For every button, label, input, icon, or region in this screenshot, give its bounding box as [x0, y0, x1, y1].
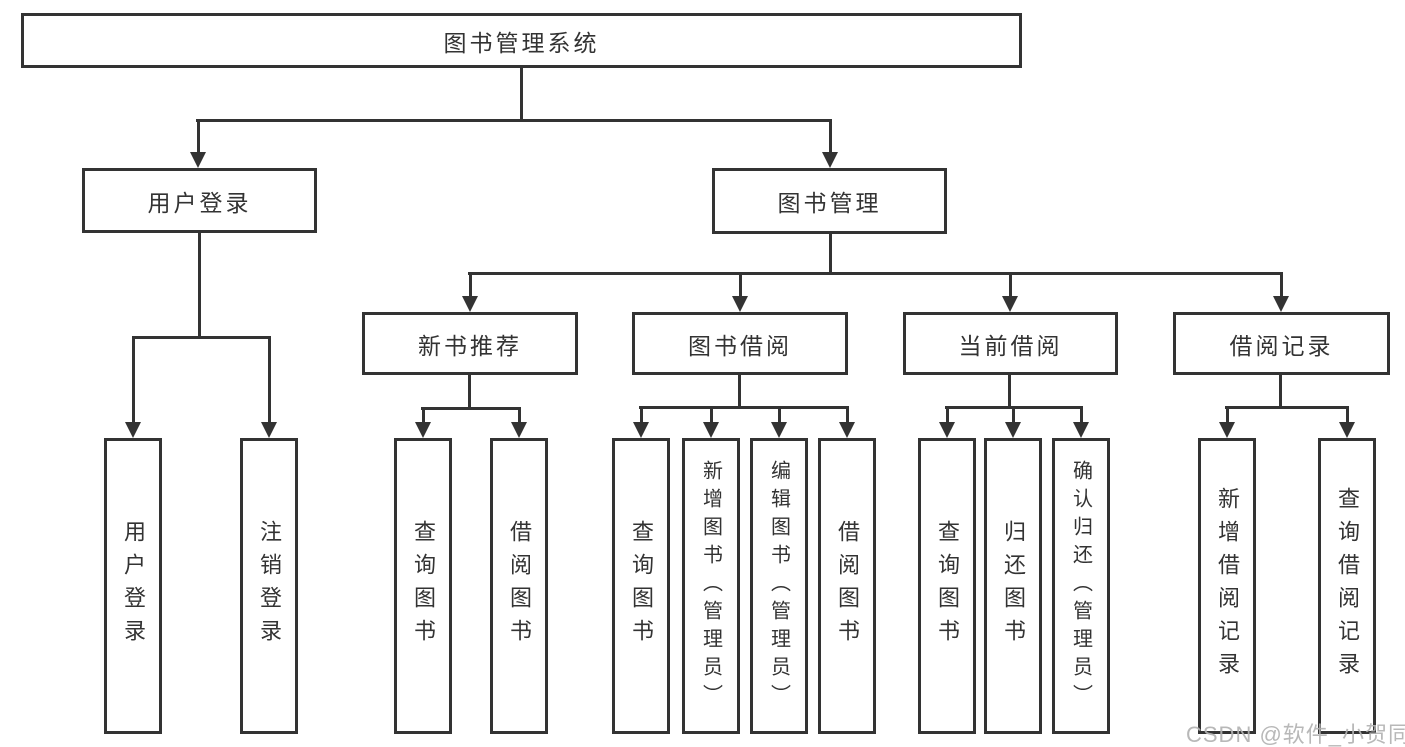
leaf-query-borrow-record: 查询借阅记录 — [1318, 438, 1376, 734]
connector-level1-rail — [196, 119, 832, 122]
leaf-query-book-3: 查询图书 — [918, 438, 976, 734]
arrow-to-query-book-2 — [633, 406, 649, 438]
node-library-system: 图书管理系统 — [21, 13, 1022, 68]
arrow-to-add-record — [1219, 406, 1235, 438]
leaf-borrow-book-2: 借阅图书 — [818, 438, 876, 734]
connector-user-login-rail — [132, 336, 271, 339]
leaf-borrow-book-1: 借阅图书 — [490, 438, 548, 734]
connector-level3-rail — [468, 272, 1283, 275]
node-book-borrow: 图书借阅 — [632, 312, 848, 375]
connector-borrow-record-stem — [1279, 375, 1282, 409]
leaf-add-borrow-record: 新增借阅记录 — [1198, 438, 1256, 734]
node-current-borrow: 当前借阅 — [903, 312, 1118, 375]
arrow-to-confirm-return — [1073, 406, 1089, 438]
arrow-to-book-borrow — [732, 272, 748, 312]
connector-book-borrow-stem — [738, 375, 741, 409]
arrow-to-login-leaf — [125, 336, 141, 438]
node-new-book-recommend: 新书推荐 — [362, 312, 578, 375]
arrow-to-return-book — [1005, 406, 1021, 438]
connector-root-stem — [520, 68, 523, 122]
connector-new-book-rail — [421, 407, 521, 410]
connector-current-borrow-stem — [1008, 375, 1011, 409]
csdn-watermark: CSDN @软件_小贺同学 — [1186, 722, 1405, 747]
arrow-to-query-book-3 — [939, 406, 955, 438]
arrow-to-query-record — [1339, 406, 1355, 438]
arrow-to-new-book — [462, 272, 478, 312]
arrow-to-edit-book — [771, 406, 787, 438]
arrow-to-borrow-book-2 — [839, 406, 855, 438]
node-user-login: 用户登录 — [82, 168, 317, 233]
arrow-to-borrow-book-1 — [511, 407, 527, 438]
node-book-mgmt: 图书管理 — [712, 168, 947, 234]
leaf-add-book-admin: 新增图书（管理员） — [682, 438, 740, 734]
arrow-to-user-login — [190, 119, 206, 168]
arrow-to-current-borrow — [1002, 272, 1018, 312]
leaf-user-login: 用户登录 — [104, 438, 162, 734]
node-borrow-record: 借阅记录 — [1173, 312, 1390, 375]
connector-book-borrow-rail — [639, 406, 849, 409]
arrow-to-logout-leaf — [261, 336, 277, 438]
leaf-confirm-return-admin: 确认归还（管理员） — [1052, 438, 1110, 734]
leaf-query-book-1: 查询图书 — [394, 438, 452, 734]
connector-new-book-stem — [468, 375, 471, 410]
connector-borrow-record-rail — [1225, 406, 1349, 409]
arrow-to-borrow-record — [1273, 272, 1289, 312]
arrow-to-book-mgmt — [822, 119, 838, 168]
leaf-logout: 注销登录 — [240, 438, 298, 734]
leaf-query-book-2: 查询图书 — [612, 438, 670, 734]
leaf-return-book: 归还图书 — [984, 438, 1042, 734]
arrow-to-query-book-1 — [415, 407, 431, 438]
leaf-edit-book-admin: 编辑图书（管理员） — [750, 438, 808, 734]
connector-user-login-stem — [198, 233, 201, 338]
connector-book-mgmt-stem — [829, 234, 832, 275]
arrow-to-add-book — [703, 406, 719, 438]
